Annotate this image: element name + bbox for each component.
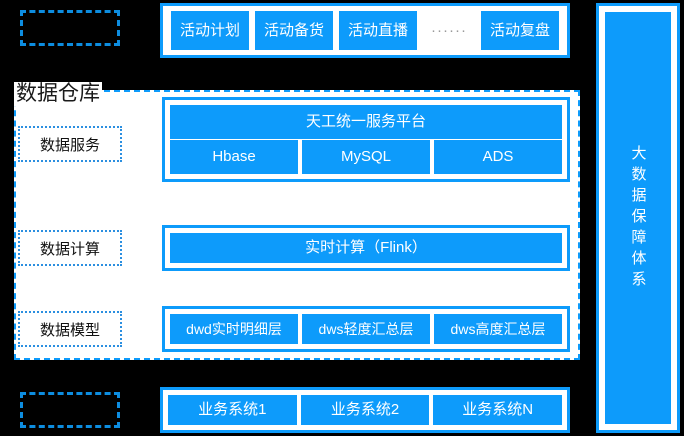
data-compute-group: 实时计算（Flink） (162, 225, 570, 271)
business-system-row: 业务系统1 业务系统2 业务系统N (168, 395, 563, 425)
business-system-panel: 业务系统1 业务系统2 业务系统N (160, 387, 570, 433)
unified-service-platform-tile[interactable]: 天工统一服务平台 (170, 105, 562, 139)
activity-stage-panel: 活动计划 活动备货 活动直播 ······ 活动复盘 (160, 3, 570, 58)
activity-tile-plan[interactable]: 活动计划 (171, 11, 249, 50)
model-tile-dws-heavy[interactable]: dws高度汇总层 (434, 314, 562, 344)
assurance-column: 大数据保障体系 (596, 3, 680, 433)
layer-label-data-model[interactable]: 数据模型 (18, 311, 122, 347)
assurance-bar[interactable]: 大数据保障体系 (605, 12, 671, 424)
data-store-row: Hbase MySQL ADS (170, 140, 562, 174)
business-system-tile-1[interactable]: 业务系统1 (168, 395, 297, 425)
data-model-group: dwd实时明细层 dws轻度汇总层 dws高度汇总层 (162, 306, 570, 352)
model-tile-dws-light[interactable]: dws轻度汇总层 (302, 314, 430, 344)
business-system-tile-n[interactable]: 业务系统N (433, 395, 563, 425)
business-system-tile-2[interactable]: 业务系统2 (300, 395, 430, 425)
placeholder-box-top (20, 10, 120, 46)
model-tile-dwd[interactable]: dwd实时明细层 (170, 314, 298, 344)
store-tile-hbase[interactable]: Hbase (170, 140, 298, 174)
activity-tile-live[interactable]: 活动直播 (339, 11, 417, 50)
ellipsis-icon: ······ (431, 22, 467, 39)
compute-tile-flink[interactable]: 实时计算（Flink） (170, 233, 562, 263)
activity-tile-review[interactable]: 活动复盘 (481, 11, 559, 50)
layer-label-data-service[interactable]: 数据服务 (18, 126, 122, 162)
store-tile-ads[interactable]: ADS (434, 140, 562, 174)
placeholder-box-bottom (20, 392, 120, 428)
assurance-label: 大数据保障体系 (629, 144, 647, 292)
data-model-row: dwd实时明细层 dws轻度汇总层 dws高度汇总层 (170, 314, 562, 344)
data-service-group: 天工统一服务平台 Hbase MySQL ADS (162, 97, 570, 182)
activity-stage-row: 活动计划 活动备货 活动直播 ······ 活动复盘 (171, 11, 559, 50)
layer-label-data-compute[interactable]: 数据计算 (18, 230, 122, 266)
store-tile-mysql[interactable]: MySQL (302, 140, 430, 174)
activity-tile-stock[interactable]: 活动备货 (255, 11, 333, 50)
data-warehouse-title: 数据仓库 (14, 82, 102, 107)
